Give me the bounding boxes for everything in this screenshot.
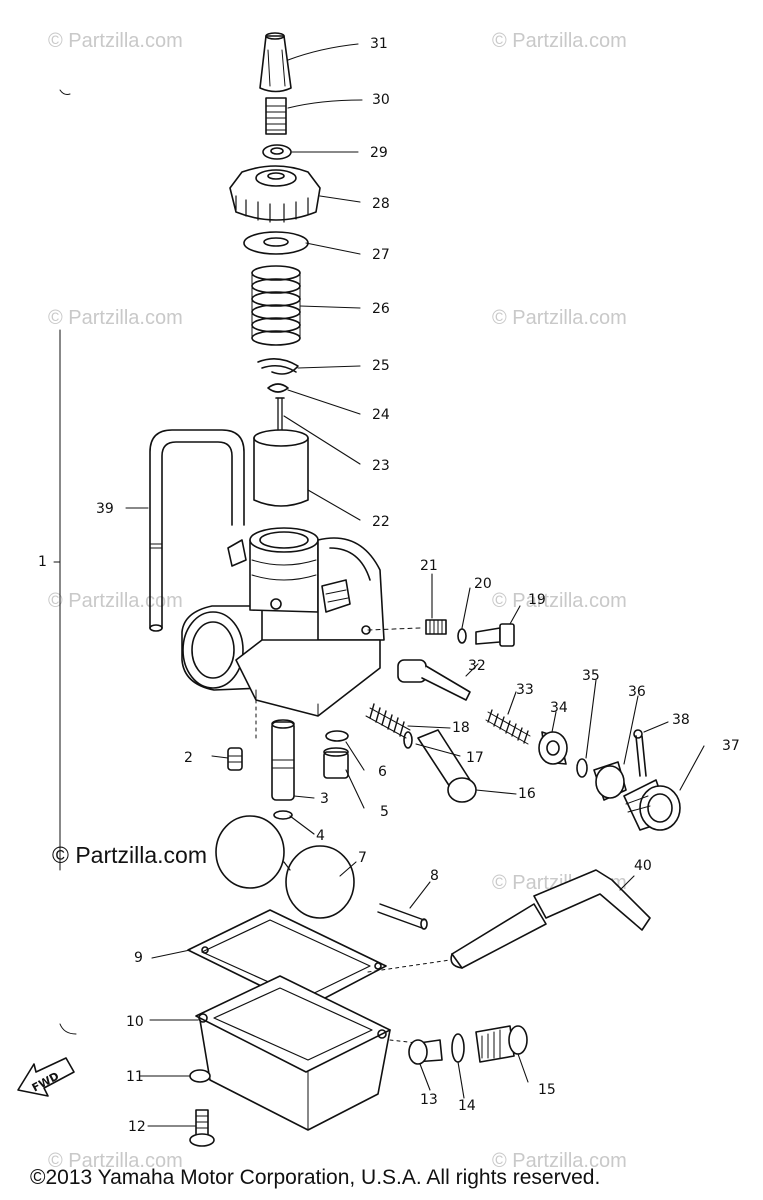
callout-3: 3: [320, 791, 329, 807]
callout-31: 31: [370, 36, 388, 52]
watermark: © Partzilla.com: [492, 307, 627, 329]
part-throttle-valve: [253, 429, 309, 507]
part-throttle-stop-spring: [365, 703, 411, 739]
callout-11: 11: [126, 1069, 144, 1085]
part-throttle-stop-screw: [417, 729, 477, 803]
part-collar: [593, 761, 627, 801]
callout-32: 32: [468, 658, 486, 674]
copyright-notice: ©2013 Yamaha Motor Corporation, U.S.A. A…: [30, 1166, 601, 1189]
part-needle-jet: [271, 719, 295, 801]
part-drain-plug: [475, 1025, 528, 1063]
callout-14: 14: [458, 1098, 476, 1114]
part-top-cap: [229, 165, 321, 223]
callout-22: 22: [372, 514, 390, 530]
callout-20: 20: [474, 576, 492, 592]
callout-29: 29: [370, 145, 388, 161]
part-pilot-screw: [475, 623, 515, 647]
part-bowl-nut: [189, 1069, 211, 1083]
part-main-jet-washer: [273, 810, 293, 820]
callout-35: 35: [582, 668, 600, 684]
callout-33: 33: [516, 682, 534, 698]
callout-19: 19: [528, 592, 546, 608]
part-starter-plunger: [397, 659, 471, 701]
part-float: [215, 815, 355, 919]
callout-23: 23: [372, 458, 390, 474]
part-bowl-bolt: [189, 1109, 215, 1147]
callout-27: 27: [372, 247, 390, 263]
callout-24: 24: [372, 407, 390, 423]
callout-9: 9: [134, 950, 143, 966]
watermark-main: © Partzilla.com: [52, 842, 207, 868]
callout-12: 12: [128, 1119, 146, 1135]
watermark: © Partzilla.com: [492, 1150, 627, 1172]
watermark: © Partzilla.com: [492, 30, 627, 52]
callout-37: 37: [722, 738, 740, 754]
part-float-pin: [377, 903, 428, 930]
part-vent-hose: [149, 429, 245, 632]
callout-labels: 31 30 29 28 27 26 25 24 23 22 39 1 21 20…: [30, 36, 740, 1135]
callout-36: 36: [628, 684, 646, 700]
callout-15: 15: [538, 1082, 556, 1098]
callout-18: 18: [452, 720, 470, 736]
callout-1: 1: [38, 554, 47, 570]
callout-2: 2: [184, 750, 193, 766]
part-washer: [243, 231, 309, 255]
part-drain-screw: [408, 1039, 443, 1065]
callout-39: 39: [96, 501, 114, 517]
callout-28: 28: [372, 196, 390, 212]
forward-arrow-icon: [17, 1057, 75, 1097]
callout-30: 30: [372, 92, 390, 108]
part-cap: [259, 32, 292, 93]
part-o-ring-20: [457, 628, 467, 644]
callout-7: 7: [358, 850, 367, 866]
watermark: © Partzilla.com: [48, 590, 183, 612]
callout-16: 16: [518, 786, 536, 802]
callout-26: 26: [372, 301, 390, 317]
callout-38: 38: [672, 712, 690, 728]
part-o-ring-17: [403, 731, 413, 749]
callout-6: 6: [378, 764, 387, 780]
callout-10: 10: [126, 1014, 144, 1030]
callout-13: 13: [420, 1092, 438, 1108]
part-drain-gasket: [451, 1033, 465, 1063]
part-nut: [262, 144, 292, 160]
callout-4: 4: [316, 828, 325, 844]
callout-5: 5: [380, 804, 389, 820]
callout-17: 17: [466, 750, 484, 766]
callout-40: 40: [634, 858, 652, 874]
part-plunger-cap: [538, 731, 568, 765]
callout-34: 34: [550, 700, 568, 716]
watermark: © Partzilla.com: [48, 307, 183, 329]
watermark: © Partzilla.com: [48, 30, 183, 52]
part-cotter-pin: [633, 729, 647, 777]
callout-21: 21: [420, 558, 438, 574]
watermark: © Partzilla.com: [492, 590, 627, 612]
callout-8: 8: [430, 868, 439, 884]
part-starter-knob: [623, 779, 681, 831]
part-small-clip: [267, 383, 289, 393]
part-plunger-spring: [485, 709, 531, 745]
part-carb-body: [181, 527, 421, 717]
callout-25: 25: [372, 358, 390, 374]
part-spring: [251, 265, 301, 346]
part-o-ring-35: [576, 758, 588, 778]
part-adjuster: [265, 97, 287, 135]
watermark: © Partzilla.com: [48, 1150, 183, 1172]
part-valve-gasket: [325, 730, 349, 742]
part-valve-seat: [323, 747, 349, 779]
part-clip: [257, 358, 299, 375]
part-pilot-spring: [425, 619, 447, 635]
assembly-bracket: [53, 89, 77, 1035]
leader-lines: [125, 43, 705, 1127]
part-float-bowl: [195, 975, 427, 1131]
part-pilot-jet: [227, 699, 257, 771]
part-overflow-hose: [367, 869, 651, 973]
